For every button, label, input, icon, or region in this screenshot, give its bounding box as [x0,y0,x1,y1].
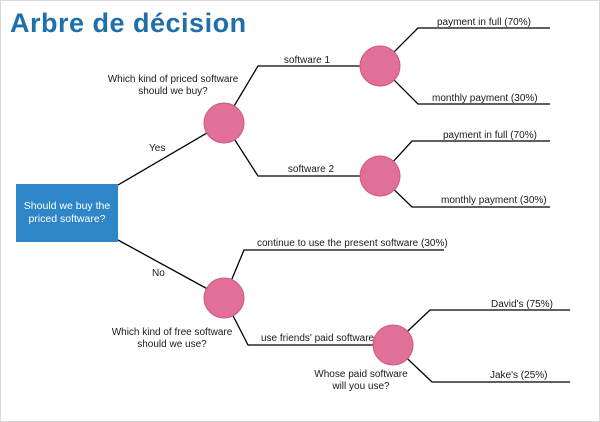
branch-label-software-2: software 2 [288,164,335,175]
page-title: Arbre de décision [10,8,247,38]
question-free-line-2: should we use? [137,339,207,350]
outcome-jake: Jake's (25%) [490,370,548,381]
question-priced-line-1: Which kind of priced software [108,74,239,85]
edge-software1-full [379,27,550,67]
edge-software2-full [379,140,550,177]
root-decision-box [16,184,118,242]
branch-label-friends: use friends' paid software [261,333,375,344]
edge-label-yes: Yes [149,143,165,154]
edge-priced-to-software2 [223,122,380,177]
question-whose-line-1: Whose paid software [314,369,408,380]
outcome-software1-monthly: monthly payment (30%) [432,93,538,104]
branch-label-continue: continue to use the present software (30… [257,238,448,249]
node-software-1 [359,45,401,87]
outcome-software1-full: payment in full (70%) [437,17,531,28]
question-free-line-1: Which kind of free software [112,327,233,338]
node-free-software [203,277,245,319]
edge-label-no: No [152,268,165,279]
node-software-2 [359,155,401,197]
edge-friends-david [392,309,570,346]
outcome-software2-monthly: monthly payment (30%) [441,195,547,206]
root-text-line-2: priced software? [28,213,105,225]
outcome-david: David's (75%) [491,299,553,310]
branch-label-software-1: software 1 [284,55,331,66]
edge-priced-to-software1 [223,65,380,124]
outcome-software2-full: payment in full (70%) [443,130,537,141]
root-text-line-1: Should we buy the [24,200,111,212]
question-priced-line-2: should we buy? [138,86,208,97]
node-priced-software [203,102,245,144]
question-whose-line-2: will you use? [331,381,390,392]
node-friends-software [372,324,414,366]
edge-free-to-continue [223,249,444,299]
